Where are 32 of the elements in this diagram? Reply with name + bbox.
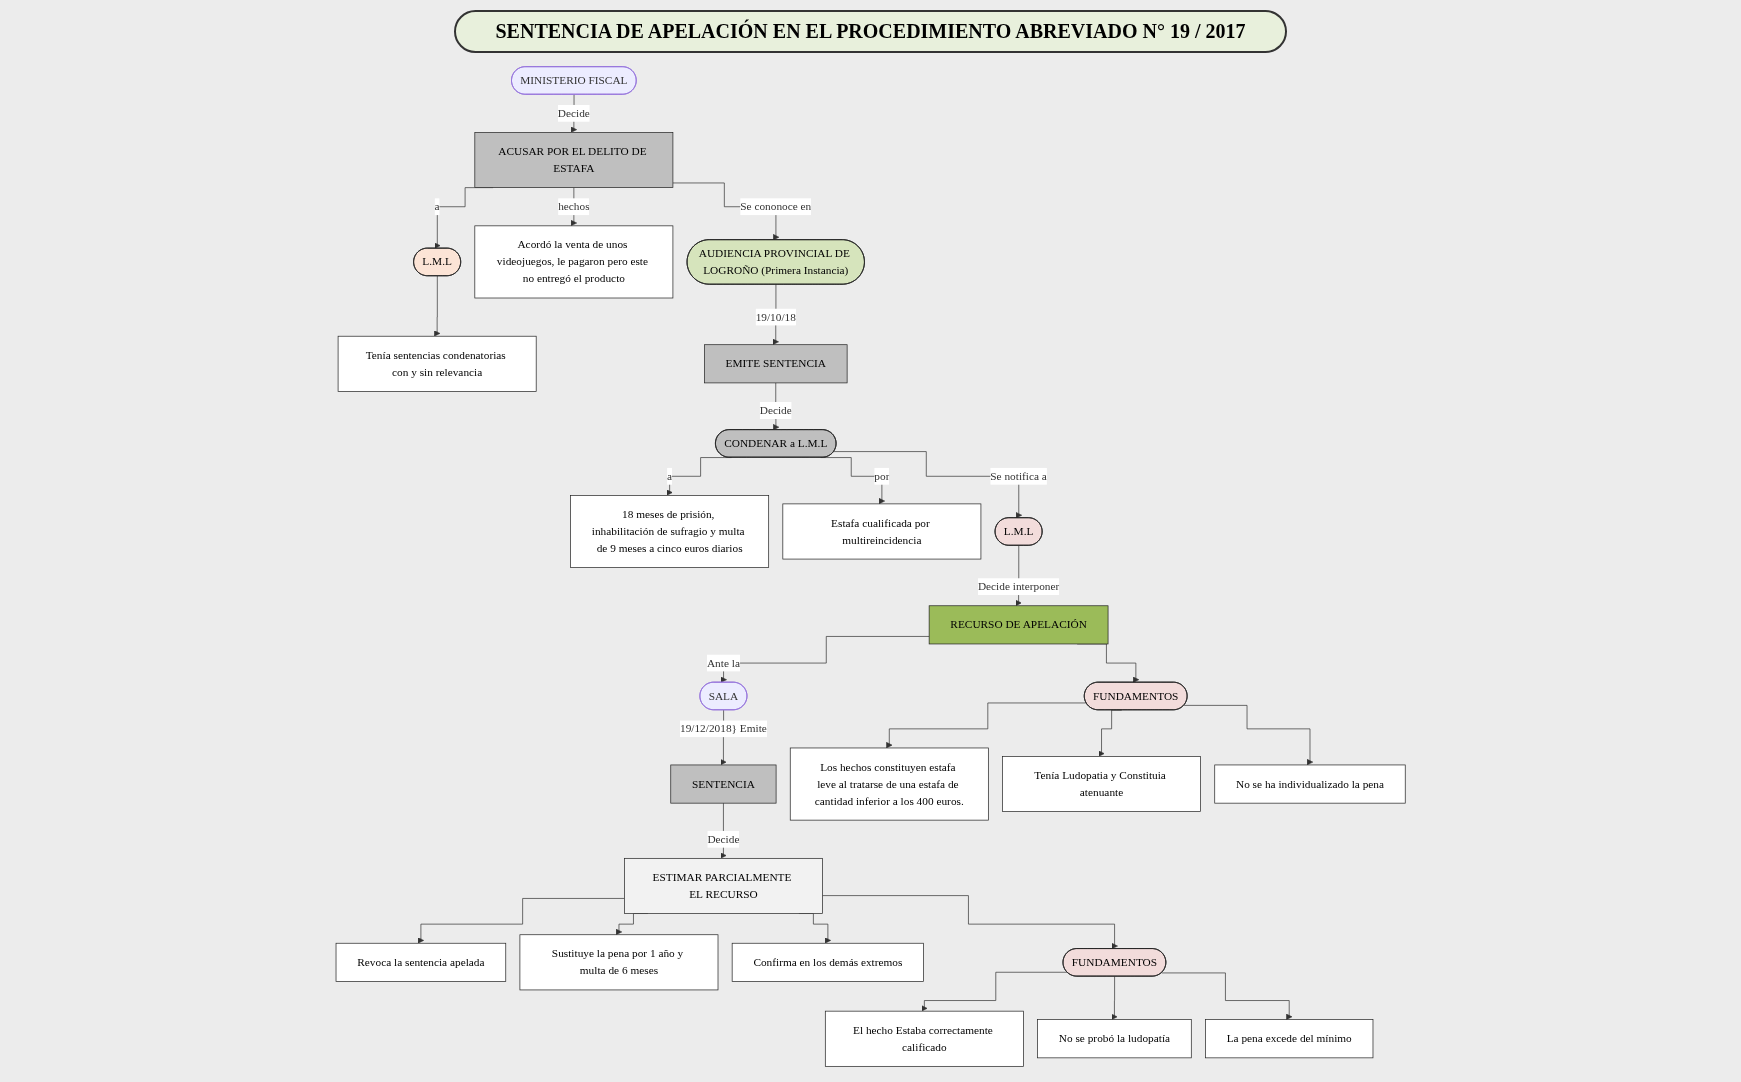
node-box: No se probó la ludopatía [1037, 1019, 1192, 1059]
edge-label: Se cononoce en [740, 200, 812, 213]
node-box: El hecho Estaba correctamente calificado [824, 1010, 1024, 1067]
node-box: Tenía sentencias condenatorias con y sin relevancia [337, 335, 537, 392]
edge-label: por [874, 469, 890, 482]
node-box: Acordó la venta de unos videojuegos, le pagaron pero este no entregó el producto [474, 225, 674, 299]
edge-label: hechos [558, 200, 590, 213]
node-box: Tenía Ludopatia y Constituia atenuante [1002, 756, 1201, 812]
node-box: ACUSAR POR EL DELITO DE ESTAFA [474, 132, 674, 188]
edge-label: a [434, 200, 440, 213]
edge-label: Ante la [706, 656, 740, 669]
node-box: SENTENCIA [670, 764, 777, 804]
edge-label: Decide [759, 404, 792, 417]
node-box: RECURSO DE APELACIÓN [928, 605, 1109, 645]
edge-label: Decide [707, 832, 740, 845]
node-box: La pena excede del mínimo [1204, 1019, 1374, 1059]
node-box: EMITE SENTENCIA [703, 344, 848, 384]
edge-label: Decide interponer [977, 580, 1060, 593]
edge-label: a [666, 469, 672, 482]
edge-label: 19/12/2018} Emite [679, 722, 767, 735]
node-box: Confirma en los demás extremos [731, 942, 924, 982]
edge-label: Decide [557, 106, 590, 120]
node-box: 18 meses de prisión, inhabilitación de sufragio y multa de 9 meses a cinco euros diarios [570, 495, 769, 568]
node-box: ESTIMAR PARCIALMENTE EL RECURSO [623, 858, 823, 914]
node-box: Revoca la sentencia apelada [335, 942, 506, 982]
node-box: No se ha individualizado la pena [1214, 764, 1406, 804]
edge-label: Se notifica a [990, 469, 1047, 482]
node-box: Los hechos constituyen estafa leve al tratarse de una estafa de cantidad inferior a los 400 euros. [789, 747, 989, 821]
edge-label: 19/10/18 [755, 310, 796, 323]
node-box: Estafa cualificada por multireincidencia [782, 503, 982, 560]
node-box: Sustituye la pena por 1 año y multa de 6 meses [519, 934, 719, 991]
title-banner: SENTENCIA DE APELACIÓN EN EL PROCEDIMIENTO ABREVIADO N° 19 / 2017 [453, 10, 1288, 53]
